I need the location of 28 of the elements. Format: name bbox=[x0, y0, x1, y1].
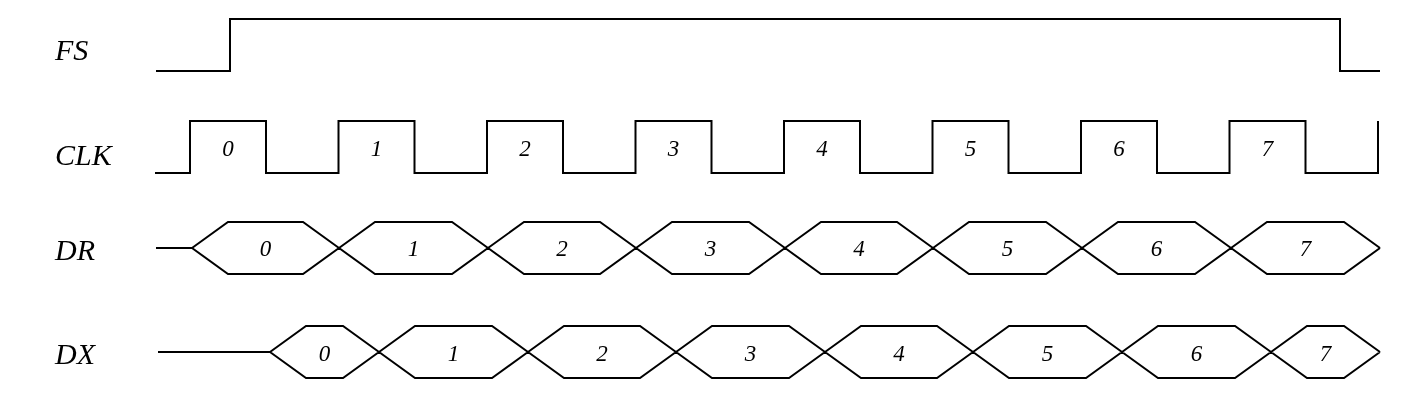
bit-number: 2 bbox=[519, 136, 531, 160]
signal-name: DR bbox=[55, 235, 95, 265]
bit-number: 4 bbox=[816, 136, 828, 160]
bit-number: 3 bbox=[704, 236, 717, 260]
bit-number: 0 bbox=[318, 341, 331, 365]
bit-number: 1 bbox=[370, 136, 383, 160]
bit-number: 7 bbox=[1261, 136, 1274, 160]
signal-name: CLK bbox=[55, 140, 112, 170]
bit-number: 0 bbox=[222, 136, 234, 160]
bit-number: 1 bbox=[447, 341, 460, 365]
bit-number: 5 bbox=[1041, 341, 1054, 365]
bit-number: 0 bbox=[259, 236, 272, 260]
bit-number: 3 bbox=[744, 341, 757, 365]
bit-number: 7 bbox=[1299, 236, 1312, 260]
bit-number: 3 bbox=[667, 136, 680, 160]
bit-number: 7 bbox=[1319, 341, 1332, 365]
bit-number: 1 bbox=[407, 236, 420, 260]
bit-number: 2 bbox=[556, 236, 568, 260]
signal-name: DX bbox=[55, 339, 95, 369]
bit-number: 2 bbox=[596, 341, 608, 365]
bit-number: 4 bbox=[853, 236, 865, 260]
bit-number: 6 bbox=[1150, 236, 1163, 260]
bit-number: 6 bbox=[1190, 341, 1203, 365]
bit-number: 4 bbox=[893, 341, 905, 365]
bit-number: 5 bbox=[1001, 236, 1014, 260]
bit-number: 5 bbox=[964, 136, 977, 160]
bit-number: 6 bbox=[1113, 136, 1125, 160]
signal-name: FS bbox=[55, 35, 89, 65]
